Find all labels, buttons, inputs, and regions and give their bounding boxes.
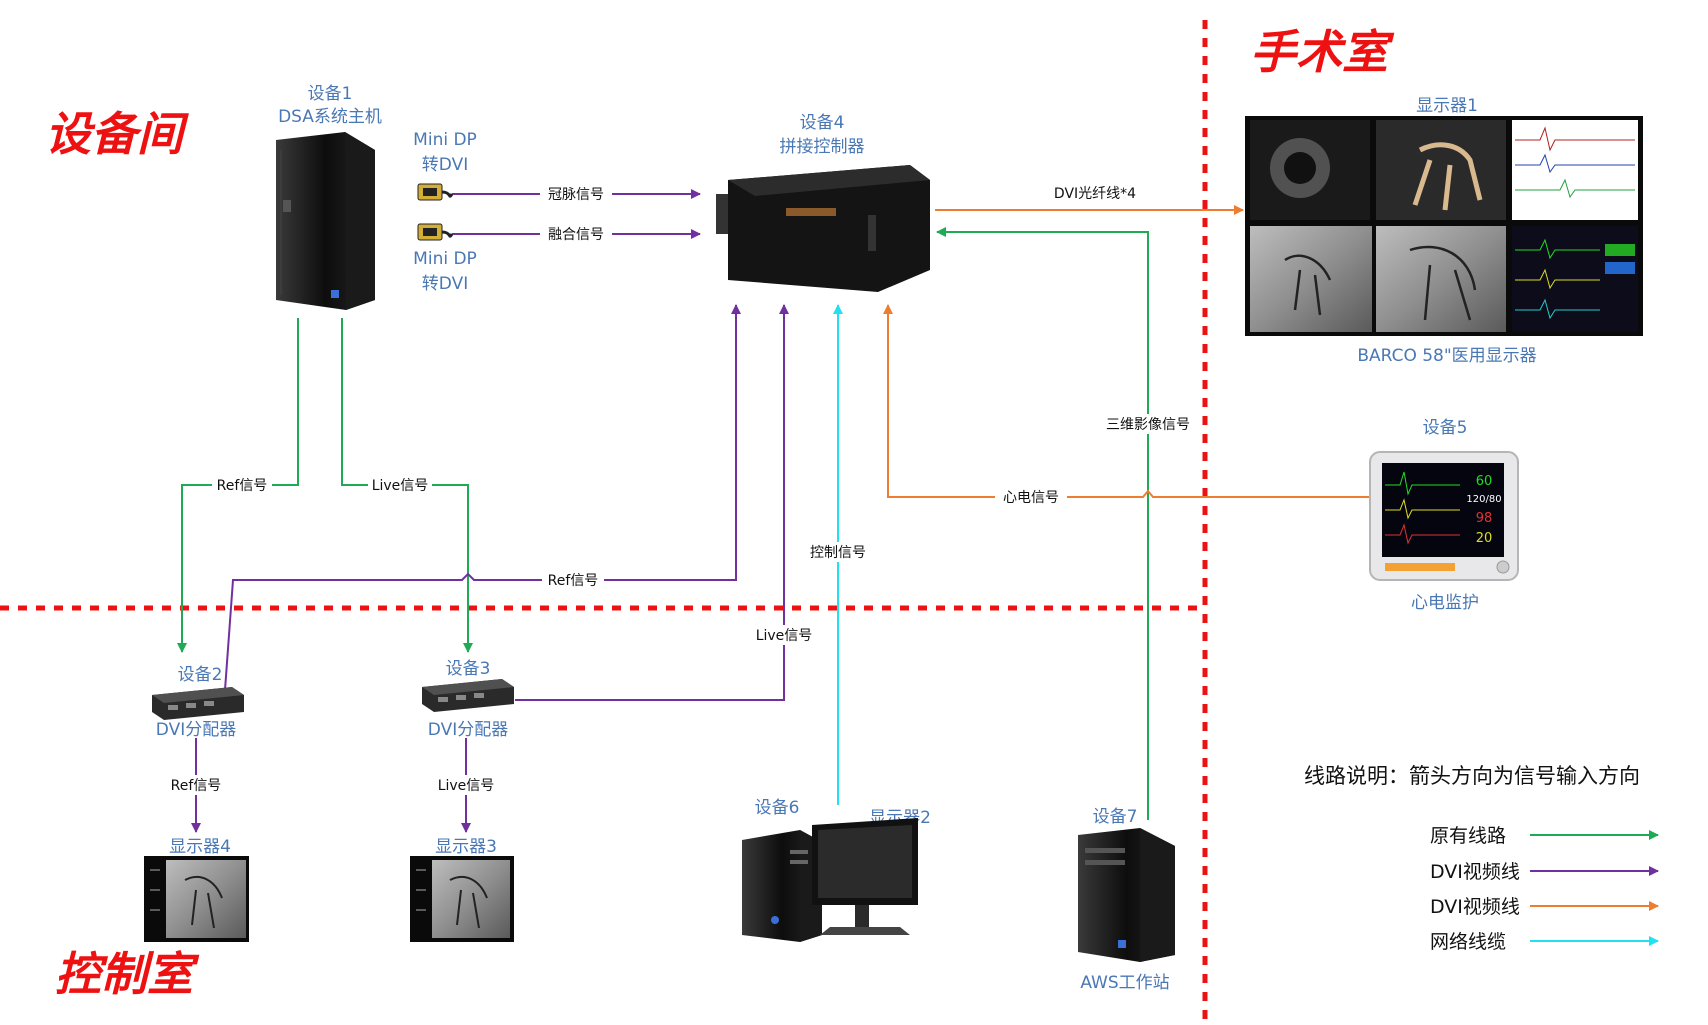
device2-desc: DVI分配器: [156, 720, 236, 740]
legend: 线路说明：箭头方向为信号输入方向 原有线路 DVI视频线 DVI视频线 网络线缆: [1304, 764, 1659, 953]
legend-label-network: 网络线缆: [1430, 931, 1506, 953]
aws-tower: [1078, 828, 1175, 962]
adapter-bottom-line2: 转DVI: [422, 274, 468, 294]
adapter-bottom: [417, 223, 454, 241]
display3-name: 显示器3: [435, 837, 497, 857]
ecg-resp-value: 20: [1476, 531, 1493, 546]
line-ecg: [883, 304, 1370, 498]
adapter-top: [417, 183, 454, 201]
device5-name: 设备5: [1423, 418, 1468, 438]
zone-operating-room: 手术室: [1250, 25, 1395, 79]
workstation-6: [742, 830, 822, 942]
device3-desc: DVI分配器: [428, 720, 508, 740]
legend-label-dvi-orange: DVI视频线: [1430, 896, 1520, 918]
device6-name: 设备6: [755, 798, 800, 818]
display4-name: 显示器4: [169, 837, 231, 857]
legend-label-original: 原有线路: [1430, 825, 1506, 847]
label-live-green: Live信号: [372, 478, 429, 494]
device1-name: 设备1: [308, 84, 353, 104]
display1-name: 显示器1: [1416, 96, 1478, 116]
ecg-hr-value: 60: [1476, 474, 1493, 489]
zone-control-room: 控制室: [55, 947, 200, 1001]
ecg-monitor: 60 120/80 98 20: [1369, 451, 1519, 581]
legend-label-dvi-purple: DVI视频线: [1430, 861, 1520, 883]
device7-desc: AWS工作站: [1080, 973, 1169, 993]
label-ref-purple: Ref信号: [548, 573, 599, 589]
device4-desc: 拼接控制器: [780, 137, 865, 157]
adapter-top-line2: 转DVI: [422, 155, 468, 175]
label-ref-display4: Ref信号: [171, 778, 222, 794]
label-fusion: 融合信号: [548, 227, 604, 243]
dsa-host-tower: [276, 132, 375, 310]
label-coronary: 冠脉信号: [548, 187, 604, 203]
line-live-purple: [515, 304, 789, 701]
dvi-splitter-3: [422, 679, 514, 712]
adapter-bottom-line1: Mini DP: [413, 249, 477, 269]
device4-name: 设备4: [800, 113, 845, 133]
ecg-spo2-value: 98: [1476, 511, 1493, 526]
device1-desc: DSA系统主机: [278, 107, 382, 127]
line-ref-purple: [224, 304, 741, 691]
label-control: 控制信号: [810, 545, 866, 561]
display2-monitor: [812, 818, 918, 935]
dvi-splitter-2: [152, 687, 244, 720]
device7-name: 设备7: [1093, 807, 1138, 827]
splice-controller: [716, 165, 930, 292]
ecg-bp-value: 120/80: [1466, 494, 1501, 505]
label-live-display3: Live信号: [438, 778, 495, 794]
zone-equipment-room: 设备间: [45, 107, 189, 161]
label-ecg: 心电信号: [1003, 490, 1059, 506]
display1-desc: BARCO 58"医用显示器: [1357, 346, 1536, 366]
line-3d-image: [936, 227, 1149, 820]
device2-name: 设备2: [178, 665, 223, 685]
label-live-purple: Live信号: [756, 628, 813, 644]
legend-title: 线路说明：箭头方向为信号输入方向: [1304, 764, 1640, 788]
label-3d-image: 三维影像信号: [1106, 417, 1190, 433]
adapter-top-line1: Mini DP: [413, 130, 477, 150]
device3-name: 设备3: [446, 659, 491, 679]
display3-screen: [410, 856, 514, 942]
signal-labels: 冠脉信号 融合信号 DVI光纤线*4 三维影像信号 心电信号 Ref信号 Liv…: [166, 184, 1198, 795]
display4-screen: [144, 856, 249, 942]
barco-display: [1245, 116, 1643, 336]
device5-desc: 心电监护: [1411, 593, 1479, 613]
label-ref-green: Ref信号: [217, 478, 268, 494]
label-dvi-fiber: DVI光纤线*4: [1054, 186, 1136, 202]
